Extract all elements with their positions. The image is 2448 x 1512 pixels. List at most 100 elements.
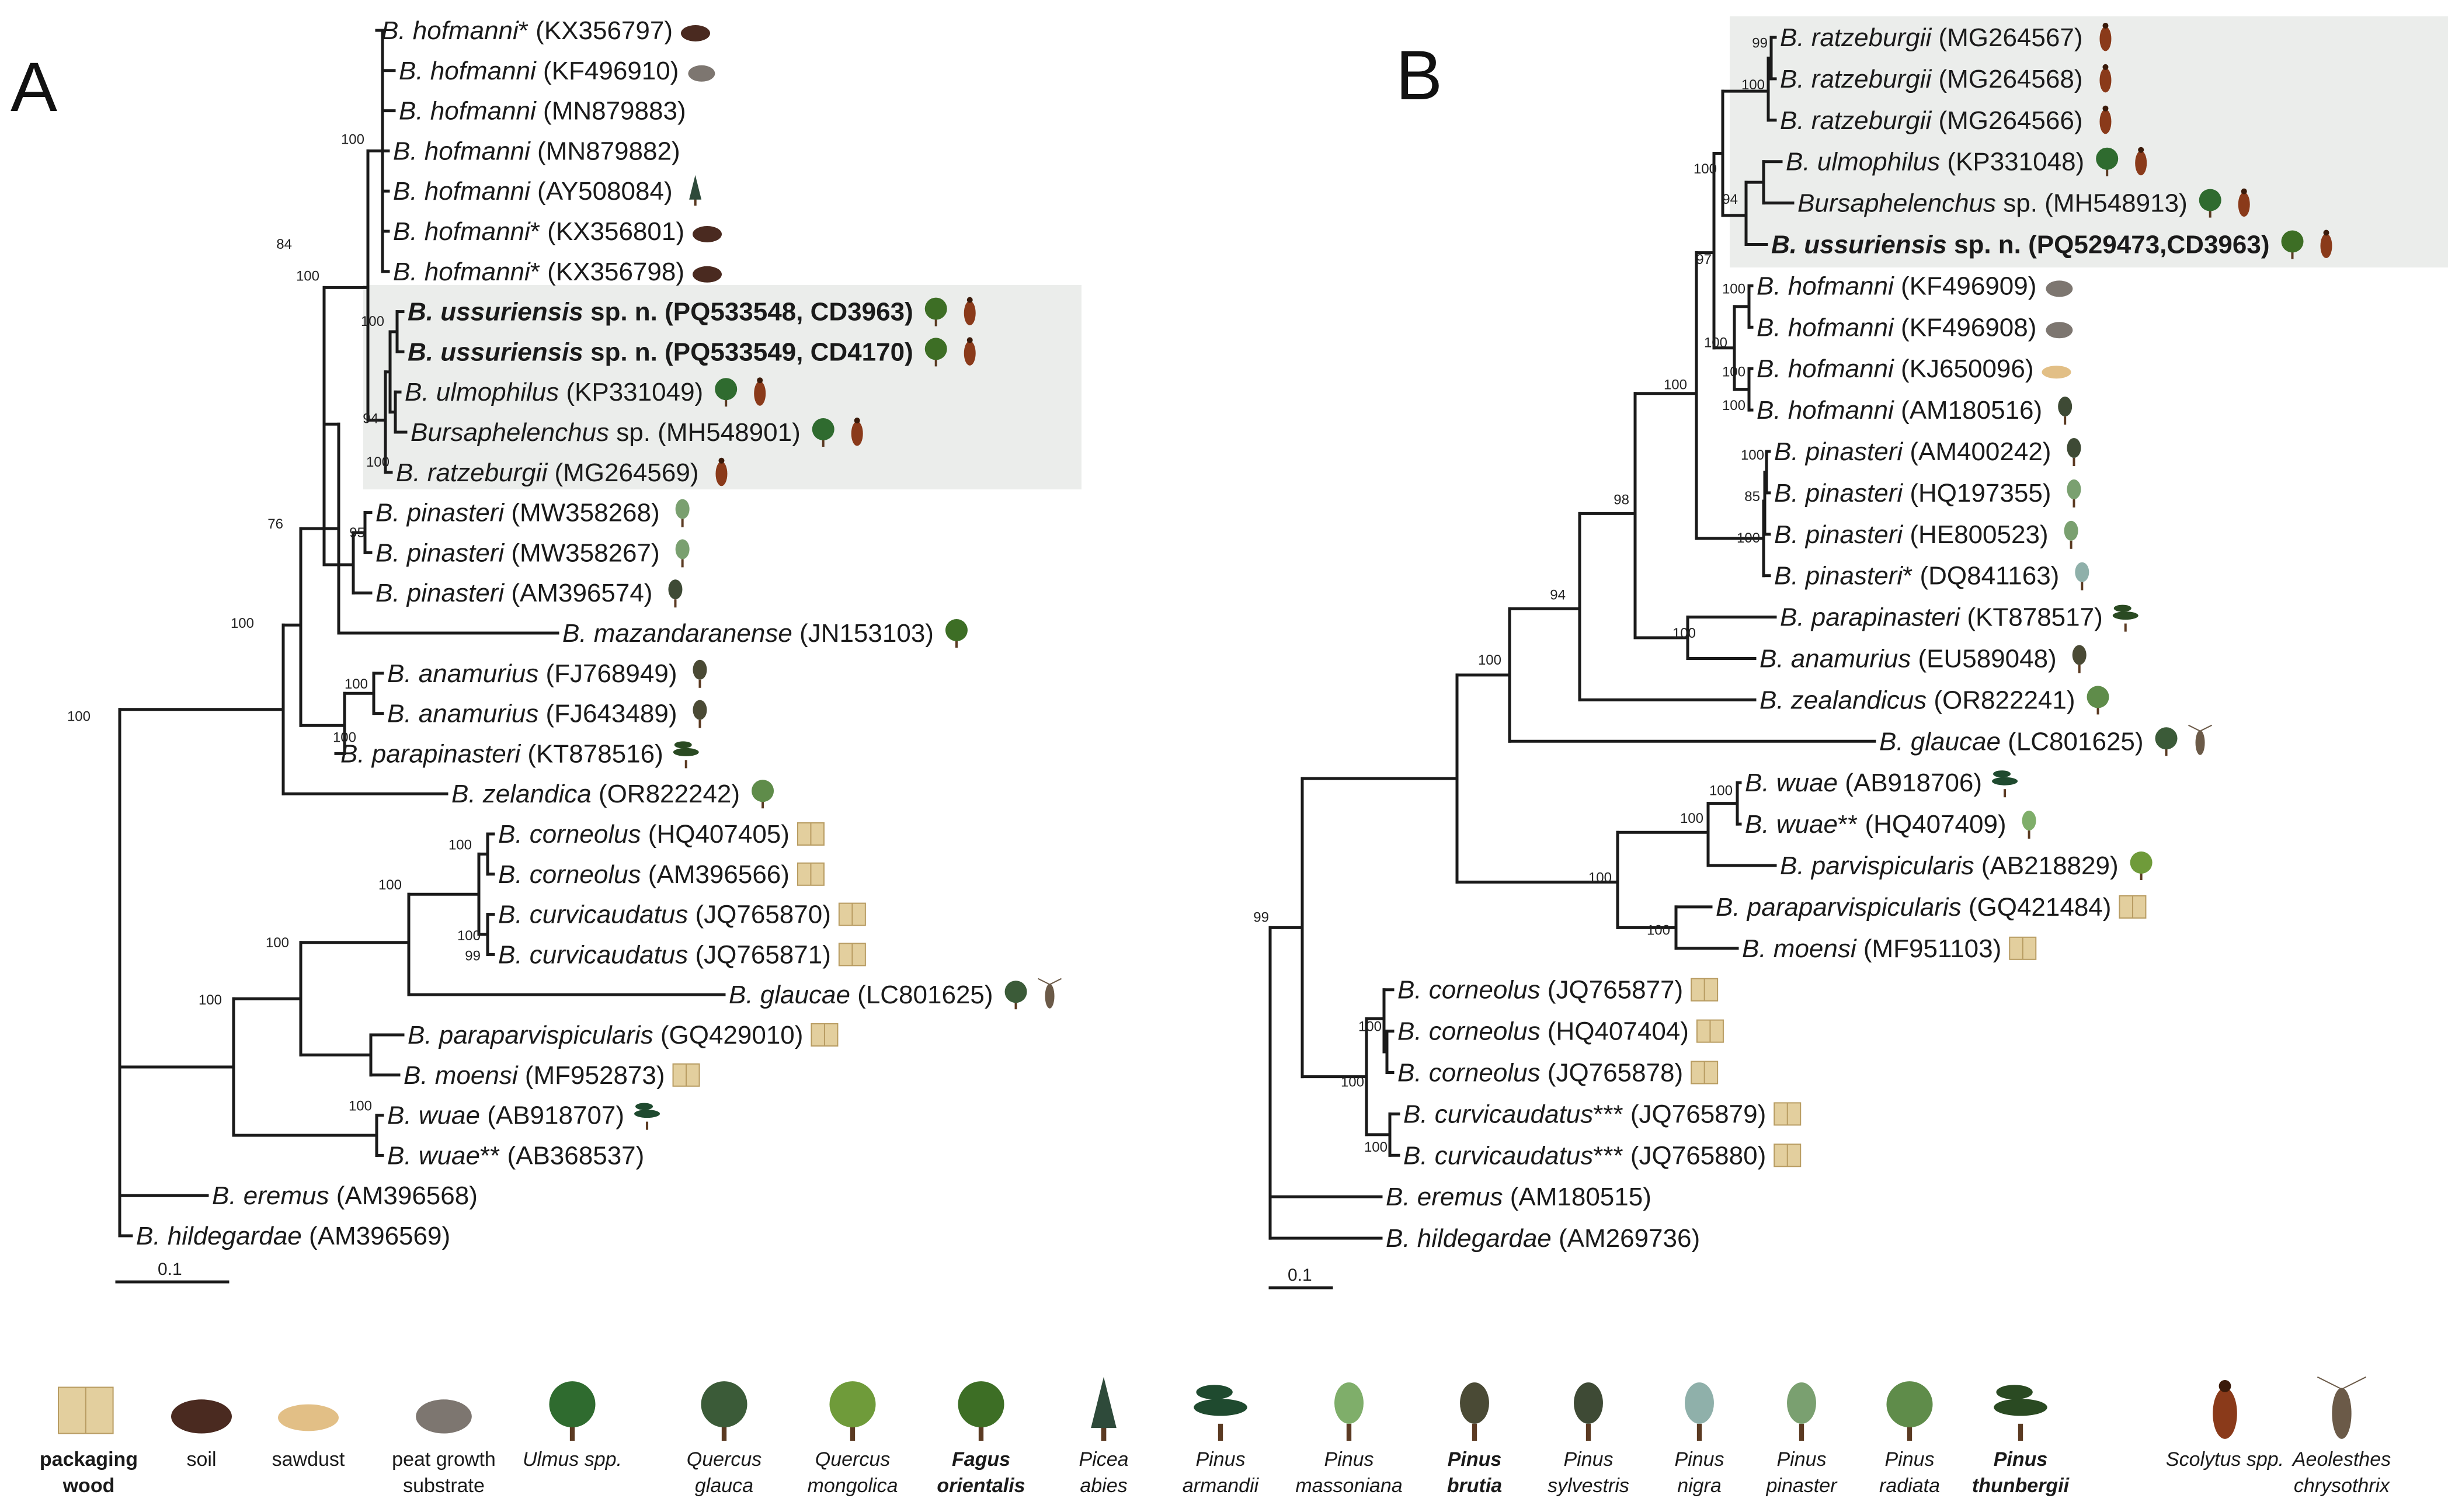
taxon-label: B. curvicaudatus (JQ765871) [498,940,831,969]
taxon-species: wuae [419,1101,480,1130]
peat-icon [688,65,715,82]
taxon-species: glaucae [1911,727,2001,756]
taxon-genus: B. [1786,148,1817,176]
taxon-genus: B. [399,97,430,126]
taxon-label: B. curvicaudatus*** (JQ765879) [1403,1100,1766,1128]
support-value: 100 [1704,335,1727,350]
accession-number: (AM400242) [1903,437,2051,466]
taxon-species: ratzeburgii [1811,106,1932,135]
accession-number: (KF496909) [1894,272,2037,300]
legend-label: peat growth [392,1448,496,1471]
legend-item: soil [171,1399,232,1471]
legend-label: chrysothrix [2294,1475,2390,1497]
accession-number: (GQ421484) [1962,893,2112,922]
taxon-genus: B. [1757,313,1788,342]
legend-label: substrate [403,1475,485,1497]
taxon-species: ratzeburgii [1811,65,1932,93]
accession-number: (AM396574) [504,579,652,607]
picea-icon [689,175,702,206]
taxon-label: B. corneolus (HQ407405) [498,820,790,849]
nigra-icon [1685,1382,1714,1441]
taxon-label: B. pinasteri (MW358267) [375,538,660,567]
taxon-species: hofmanni [425,258,531,286]
taxon-label: B. hofmanni (MN879882) [393,137,680,165]
taxon-species: anamurius [419,700,538,728]
taxon-label: Bursaphelenchus sp. (MH548901) [411,418,801,447]
support-value: 100 [1647,922,1670,938]
taxon-species: parapinasteri [371,739,521,768]
legend-label: Pinus [1884,1448,1934,1471]
support-value: 100 [378,877,402,893]
taxon-species: pinasteri [406,499,505,527]
box-icon [797,862,825,886]
accession-number: (MW358268) [504,499,660,527]
massoniana-icon [1334,1382,1364,1441]
accession-number: (JN153103) [792,619,934,648]
taxon-label: B. hofmanni (KJ650096) [1757,354,2034,383]
taxon-species: corneolus [1429,1059,1541,1087]
accession-number: (MG264566) [1931,106,2082,135]
taxon-label: B. ussuriensis sp. n. (PQ533548, CD3963) [408,298,913,326]
taxon-genus: B. [451,780,483,808]
box-icon [811,1023,839,1047]
legend-label: soil [186,1448,216,1471]
taxon-genus: B. [498,820,530,849]
taxon-genus: B. [1780,603,1811,632]
accession-number: (OR822242) [592,780,740,808]
taxon-label: B. ratzeburgii (MG264569) [396,458,698,487]
support-value: 94 [1550,587,1566,603]
taxon-species: corneolus [530,820,641,849]
taxon-species: hildegardae [1417,1224,1552,1253]
taxon-genus: B. [498,940,530,969]
accession-number: (FJ768949) [538,659,677,688]
support-value: 100 [1737,530,1760,546]
legend-label: Fagus [952,1448,1010,1471]
taxon-species: hofmanni [425,137,531,165]
scolytus-icon [2238,188,2250,217]
taxon-genus: B. ussuriensis [408,338,583,366]
taxon-suffix: sp. [1996,189,2037,218]
taxon-label: B. hofmanni (AM180516) [1757,396,2042,425]
pinaster-icon [2064,520,2078,549]
taxon-species: eremus [244,1181,329,1210]
taxon-species: corneolus [530,860,641,889]
taxon-genus: B. [1780,106,1811,135]
accession-number: (FJ643489) [538,700,677,728]
accession-number: (MN879882) [530,137,680,165]
taxon-genus: B. [562,619,594,648]
taxon-label: B. parapinasteri (KT878516) [340,739,663,768]
box-icon [2119,895,2147,919]
radiata-icon [1886,1381,1933,1441]
taxon-suffix: sp. n. [583,298,658,326]
pinaster-icon [675,539,690,568]
taxon-genus: B. [340,739,372,768]
taxon-species: curvicaudatus [530,940,688,969]
support-value: 100 [1341,1075,1364,1090]
accession-number: (JQ765871) [688,940,831,969]
radiata-icon [752,780,774,809]
taxon-suffix: * [530,258,540,286]
taxon-species: pinasteri [406,538,505,567]
fagus-icon [958,1381,1004,1441]
accession-number: (MW358267) [504,538,660,567]
support-value: 100 [341,131,364,147]
legend-label: thunbergii [1972,1475,2070,1497]
taxon-genus: B. ussuriensis [1771,231,1947,259]
taxon-suffix: * [530,217,540,246]
peat-icon [2046,280,2073,297]
support-value: 100 [1709,783,1733,798]
legend-label: sawdust [272,1448,345,1471]
taxon-label: B. paraparvispicularis (GQ421484) [1716,893,2111,922]
accession-number: (GQ429010) [653,1021,804,1049]
support-value: 97 [1696,252,1712,267]
taxon-label: B. paraparvispicularis (GQ429010) [408,1021,803,1049]
soil-icon [171,1399,232,1434]
quercus_glauca-icon [2155,727,2178,756]
taxon-species: curvicaudatus [1435,1100,1593,1128]
taxon-genus: B. [1774,562,1806,590]
taxon-genus: B. [393,217,425,246]
accession-number: (KX356797) [528,16,673,45]
scolytus-icon [2099,23,2112,51]
legend-label: Pinus [1563,1448,1613,1471]
